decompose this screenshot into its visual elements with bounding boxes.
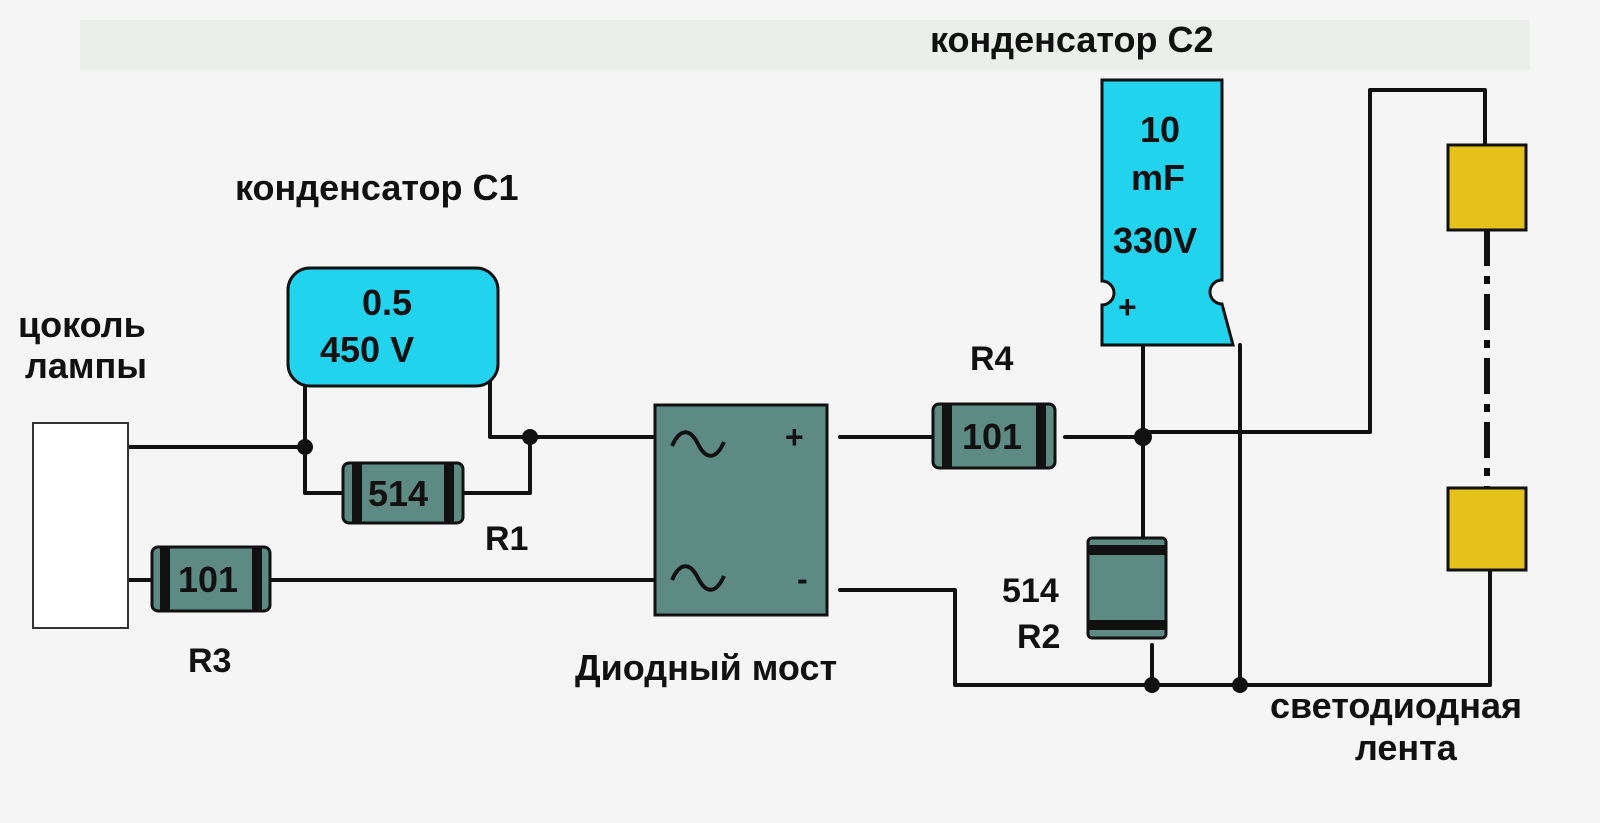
strip-label-line1: светодиодная	[1270, 685, 1522, 726]
r2-code: 514	[1002, 572, 1059, 610]
junction-dot	[522, 429, 538, 445]
led-top	[1446, 143, 1528, 232]
wire-plus-rail	[1141, 88, 1487, 434]
led-bottom	[1446, 486, 1528, 572]
bridge-plus: +	[785, 419, 804, 455]
c2-voltage: 330V	[1113, 220, 1197, 261]
r1-name: R1	[485, 520, 528, 558]
r3-body	[150, 545, 272, 613]
c1-value: 0.5	[362, 282, 412, 323]
junction-dot	[1232, 677, 1248, 693]
r4-name: R4	[970, 340, 1014, 378]
junction-dot	[1134, 428, 1152, 446]
bridge-body	[653, 403, 829, 617]
c2-title: конденсатор С2	[930, 19, 1214, 60]
ac-symbol-bottom	[670, 564, 726, 592]
wire-minus-rail	[838, 568, 1492, 687]
resistor-r4: 101	[931, 402, 1057, 470]
socket-label-line1: цоколь	[18, 304, 146, 345]
r4-body	[931, 402, 1057, 470]
r3-name: R3	[188, 642, 231, 680]
r3-band-right	[252, 547, 262, 611]
bridge-label: Диодный мост	[575, 647, 837, 688]
capacitor-c2	[1100, 78, 1235, 347]
r1-code: 514	[368, 473, 428, 514]
r4-band-right	[1036, 404, 1046, 468]
r3-band-left	[160, 547, 170, 611]
r4-code: 101	[962, 416, 1022, 457]
r2-name: R2	[1017, 618, 1060, 656]
c1-voltage: 450 V	[320, 329, 414, 370]
r1-band-left	[352, 463, 362, 523]
strip-label-line2: лента	[1355, 727, 1458, 768]
r4-band-left	[942, 404, 952, 468]
lamp-socket	[32, 422, 129, 629]
diode-bridge: + -	[653, 403, 829, 617]
c2-plus-mark: +	[1118, 289, 1137, 325]
socket-label-line2: лампы	[25, 345, 147, 386]
resistor-r2	[1086, 536, 1168, 640]
bridge-minus: -	[797, 561, 808, 597]
wire-r1-left	[303, 445, 347, 495]
resistor-r1: 514	[341, 461, 465, 525]
capacitor-c1	[286, 266, 500, 388]
junction-dot	[1144, 677, 1160, 693]
c2-value-line1: 10	[1140, 109, 1180, 150]
r1-body	[341, 461, 465, 525]
r1-band-right	[444, 463, 454, 523]
r2-band-top	[1088, 545, 1166, 555]
r3-code: 101	[178, 559, 238, 600]
ac-symbol-top	[670, 430, 726, 458]
wire-c1-right	[488, 378, 532, 439]
junctions	[297, 428, 1248, 693]
top-band	[80, 20, 1530, 70]
resistor-r3: 101	[150, 545, 272, 613]
junction-dot	[297, 439, 313, 455]
wire-r1-right	[458, 435, 532, 495]
c2-value-line2: mF	[1131, 157, 1185, 198]
r2-body	[1086, 536, 1168, 640]
c1-title: конденсатор С1	[235, 167, 519, 208]
r2-band-bottom	[1088, 620, 1166, 630]
led-strip	[1446, 143, 1528, 572]
